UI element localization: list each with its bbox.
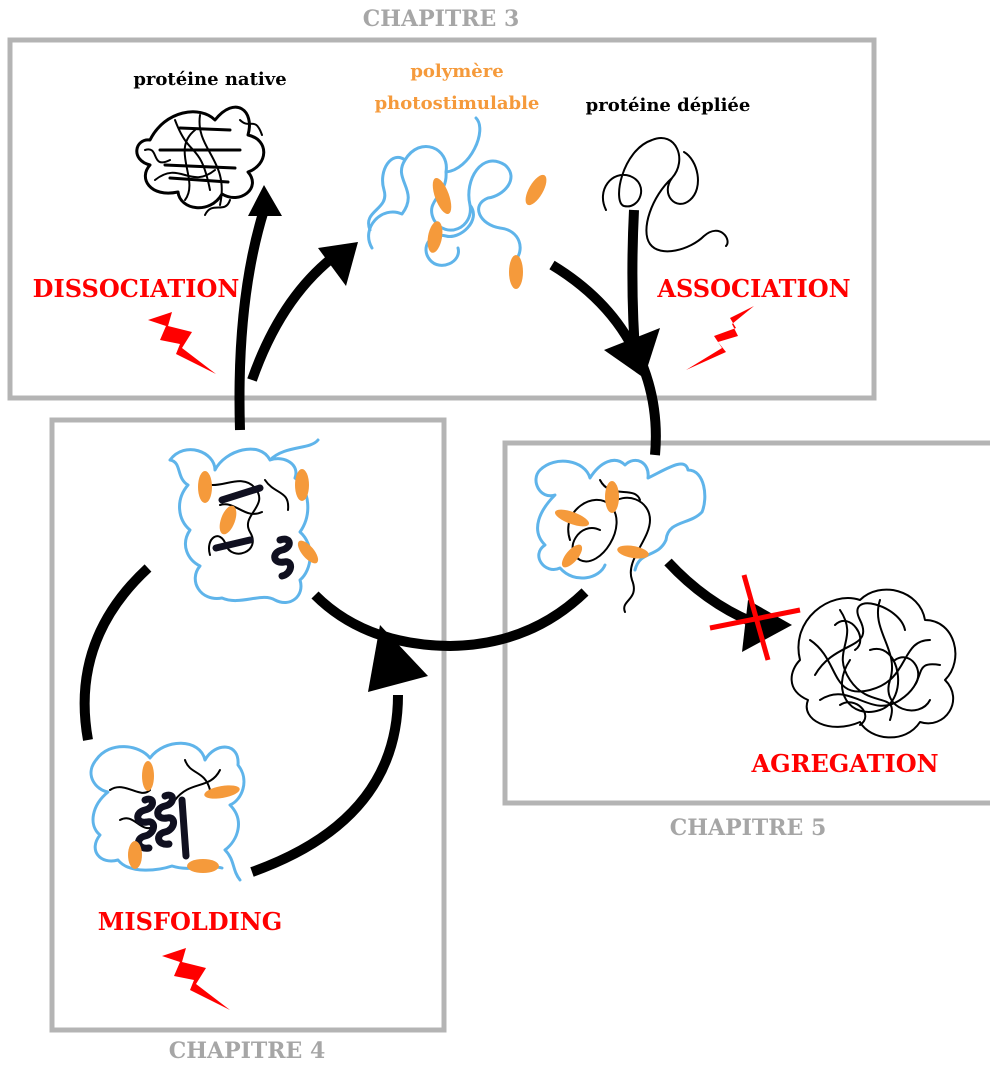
lightning-bolt-icon-association (686, 306, 754, 370)
chapter3-title: CHAPITRE 3 (363, 6, 520, 32)
protein-aggregate (790, 588, 957, 739)
lightning-bolt-icon-misfolding (162, 948, 230, 1010)
arrowhead-to-native (248, 185, 282, 216)
polymer-label-line1: polymère (410, 61, 503, 82)
misfolding-label: MISFOLDING (98, 907, 282, 936)
chapter5-frame (502, 440, 990, 806)
arrowhead-to-polymer (318, 242, 358, 286)
polymer-unfolded-protein-complex (534, 459, 707, 613)
polymer-label-line2: photostimulable (375, 93, 540, 114)
arrowhead-misfolding (368, 625, 428, 692)
arrowhead-association (604, 328, 660, 378)
association-label: ASSOCIATION (656, 274, 850, 303)
polymer-protein-complex-top (168, 438, 320, 604)
arrowhead-aggregation (742, 600, 792, 652)
unfolded-protein-strand (601, 137, 729, 253)
unfolded-protein-label: protéine dépliée (586, 95, 751, 116)
chapter4-frame (49, 417, 447, 1033)
dissociation-label: DISSOCIATION (33, 274, 240, 303)
chapter5-title: CHAPITRE 5 (670, 815, 827, 841)
native-protein-structure (135, 105, 266, 216)
lightning-bolt-icon-dissociation (148, 312, 216, 374)
chapter3-frame (7, 37, 877, 401)
photostimulable-polymer (367, 116, 547, 289)
native-protein-label: protéine native (133, 69, 286, 90)
aggregation-label: AGREGATION (750, 749, 938, 778)
blocked-cross-icon (709, 574, 801, 661)
chapter4-title: CHAPITRE 4 (169, 1038, 326, 1064)
misfolded-protein-complex (89, 741, 246, 882)
